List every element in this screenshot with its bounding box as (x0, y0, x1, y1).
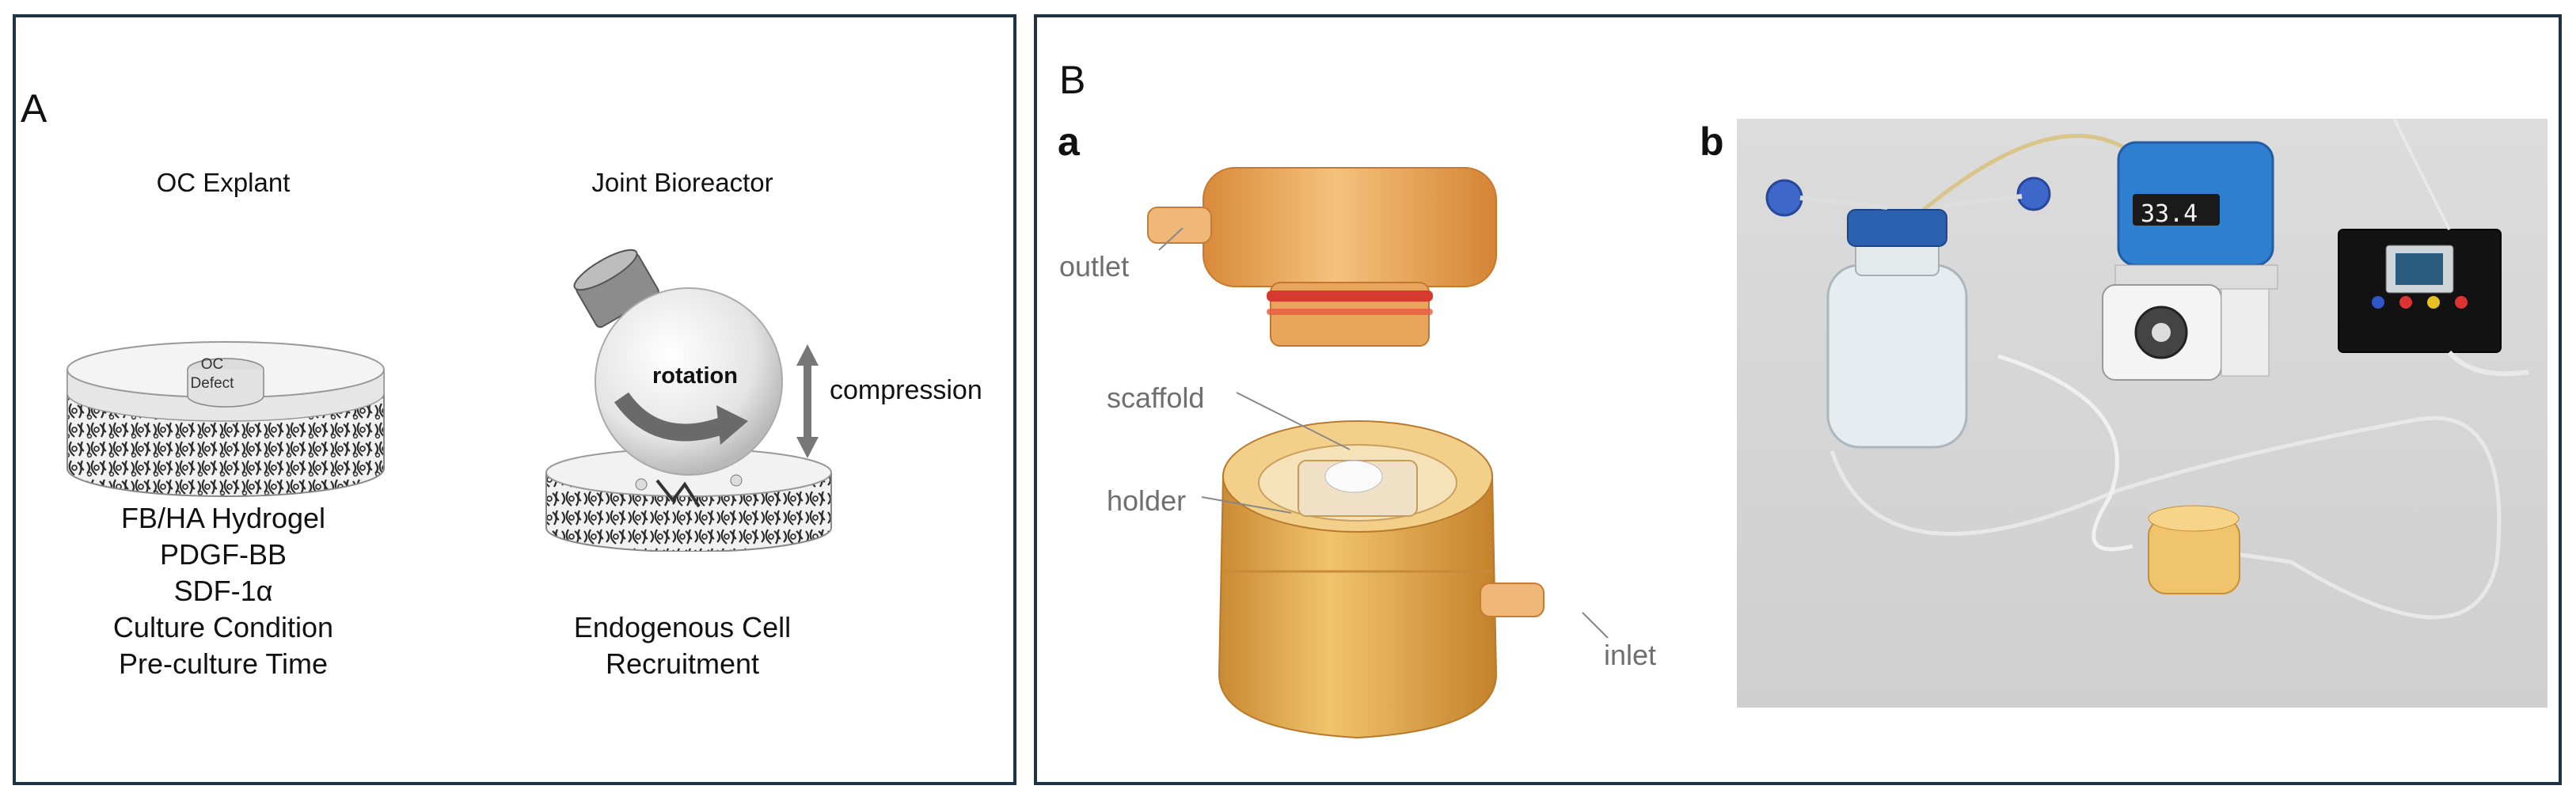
panel-b-letter: B (1059, 58, 1086, 102)
chamber-photo (1147, 167, 1544, 739)
outlet-pointer (1158, 227, 1184, 251)
defect-label-line1: OC (200, 356, 224, 373)
subpanel-b-letter: b (1700, 120, 1724, 164)
defect-label-line2: Defect (190, 375, 234, 392)
panel-a-letter: A (21, 86, 47, 131)
outcome-line1: Endogenous Cell (573, 611, 792, 643)
scaffold-label: scaffold (1107, 381, 1205, 414)
param-pdgf: PDGF-BB (159, 538, 287, 571)
param-preculture-time: Pre-culture Time (118, 647, 329, 680)
outcome-line2: Recruitment (605, 647, 760, 680)
scaffold-pointer (1236, 392, 1351, 450)
panel-a: A OC Explant Joint Bioreactor OC Defect … (13, 14, 1016, 785)
bioreactor-title: Joint Bioreactor (591, 168, 773, 197)
outlet-label: outlet (1059, 250, 1130, 283)
pump-display: 33.4 (2141, 200, 2198, 228)
holder-label: holder (1107, 484, 1187, 517)
subpanel-a-letter: a (1058, 120, 1080, 164)
param-hydrogel: FB/HA Hydrogel (120, 502, 326, 534)
inlet-pointer (1582, 612, 1609, 639)
inlet-label: inlet (1604, 639, 1657, 671)
explant-illustration (66, 341, 385, 497)
holder-pointer (1201, 496, 1292, 514)
rotation-label: rotation (652, 363, 738, 389)
panel-b: B a b outlet scaf (1034, 14, 2562, 785)
bioreactor-illustration (545, 249, 832, 552)
setup-photo (1737, 119, 2548, 708)
param-sdf: SDF-1α (173, 575, 273, 607)
explant-title: OC Explant (156, 168, 291, 197)
compression-label: compression (830, 375, 982, 405)
param-culture-condition: Culture Condition (112, 611, 334, 643)
